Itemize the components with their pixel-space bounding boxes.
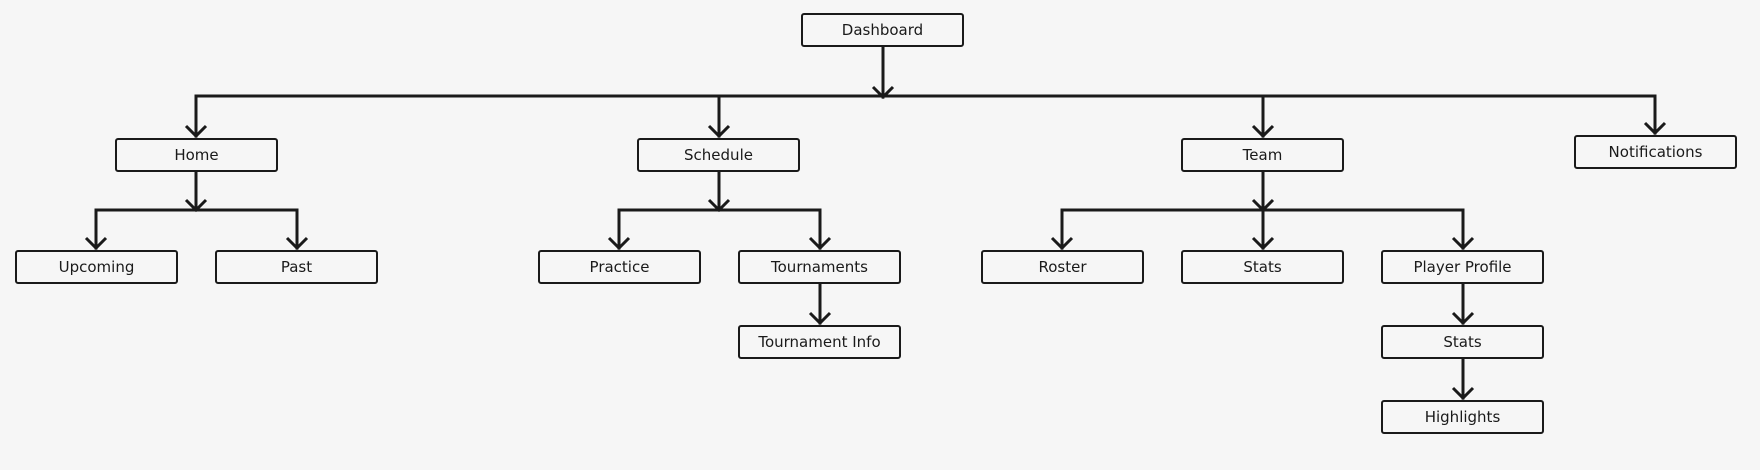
node-past: Past [215, 250, 378, 284]
node-roster: Roster [981, 250, 1144, 284]
arrowhead [84, 236, 108, 251]
node-practice: Practice [538, 250, 701, 284]
node-tournaments: Tournaments [738, 250, 901, 284]
node-schedule: Schedule [637, 138, 800, 172]
node-player-stats: Stats [1381, 325, 1544, 359]
node-dashboard: Dashboard [801, 13, 964, 47]
arrowhead [285, 236, 309, 251]
arrowhead [1643, 121, 1667, 136]
arrowhead [1251, 236, 1275, 251]
node-highlights: Highlights [1381, 400, 1544, 434]
arrowhead [1451, 311, 1475, 326]
node-team-stats: Stats [1181, 250, 1344, 284]
node-team: Team [1181, 138, 1344, 172]
node-upcoming: Upcoming [15, 250, 178, 284]
arrowhead [607, 236, 631, 251]
node-player-profile: Player Profile [1381, 250, 1544, 284]
arrowhead [707, 124, 731, 139]
arrowhead [808, 311, 832, 326]
arrowhead [808, 236, 832, 251]
arrowhead [184, 124, 208, 139]
arrowhead [1050, 236, 1074, 251]
node-notifications: Notifications [1574, 135, 1737, 169]
arrowhead [1451, 236, 1475, 251]
node-tournament-info: Tournament Info [738, 325, 901, 359]
arrowhead [1451, 386, 1475, 401]
arrowhead [1251, 124, 1275, 139]
node-home: Home [115, 138, 278, 172]
